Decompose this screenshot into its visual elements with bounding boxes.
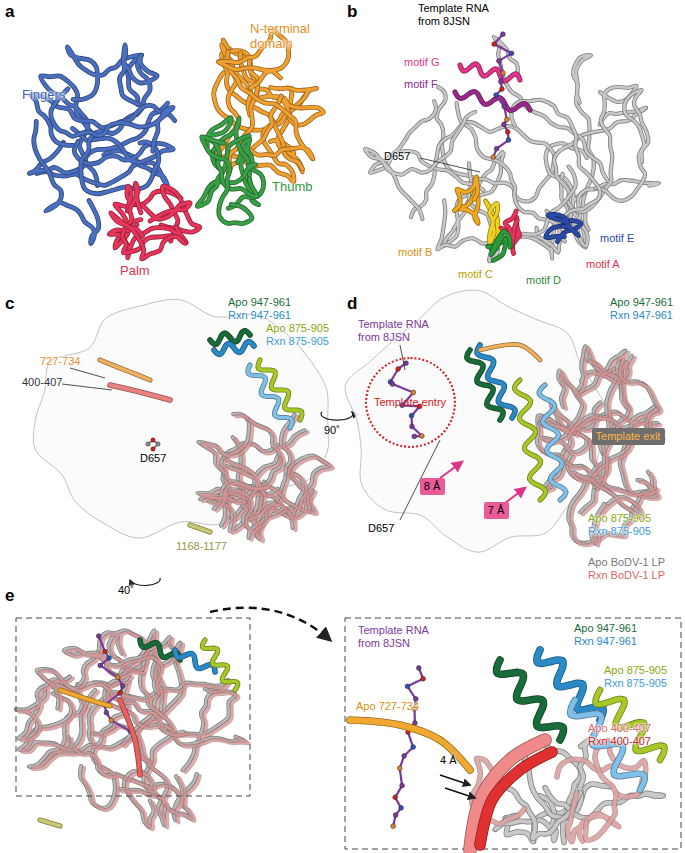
structure-label: Rxn 875-905: [266, 335, 329, 348]
node-text: Template entry: [374, 396, 446, 409]
exit-region: Template exit: [592, 428, 665, 445]
structure-label: Apo 727-734: [356, 700, 419, 713]
structure-label: Apo 947-961: [610, 296, 673, 309]
node-text: 8 Å: [424, 480, 441, 493]
node-text: 7 Å: [488, 504, 505, 517]
motif-structure: [365, 32, 659, 262]
structure-label: Rxn 947-961: [610, 309, 673, 322]
panel-letter: c: [5, 294, 14, 314]
structure-label: Template RNA from 8JSN: [358, 624, 440, 649]
structure-label: motif E: [600, 232, 634, 245]
structure-label: motif B: [398, 246, 432, 259]
structure-label: Rxn 400-407: [588, 735, 651, 748]
structure-label: motif A: [586, 258, 620, 271]
overlay-structure: [16, 578, 681, 850]
structure-label: 40˚: [118, 584, 134, 597]
structure-label: Apo 875-905: [266, 322, 329, 335]
structure-label: 90˚: [324, 424, 340, 437]
distance-tag: 7 Å: [484, 502, 509, 519]
panel-letter: a: [5, 2, 14, 22]
panel-letter: e: [5, 586, 14, 606]
structure-label: 4 Å: [440, 754, 457, 767]
structure-label: Template RNA from 8JSN: [358, 318, 440, 343]
structure-label: Rxn 875-905: [604, 677, 667, 690]
structure-label: motif F: [404, 78, 438, 91]
structure-label: 727-734: [40, 355, 80, 368]
structure-label: 400-407: [22, 376, 62, 389]
structure-label: Rxn 947-961: [228, 309, 291, 322]
entry-region: Template entry: [365, 357, 456, 448]
structure-label: D657: [384, 150, 410, 163]
structure-label: Rxn BoDV-1 LP: [588, 569, 665, 582]
structure-label: Apo BoDV-1 LP: [588, 556, 665, 569]
distance-tag: 8 Å: [420, 478, 445, 495]
structure-label: Rxn 875-905: [588, 525, 651, 538]
structure-label: motif G: [404, 56, 439, 69]
structure-label: 1168-1177: [176, 540, 227, 553]
structure-label: N-terminal domain: [250, 22, 332, 52]
structure-label: D657: [368, 522, 394, 535]
structure-label: motif D: [526, 274, 561, 287]
structure-label: Fingers: [22, 88, 65, 103]
structure-label: Palm: [120, 264, 150, 279]
domain-structure: [29, 29, 323, 259]
panel-letter: d: [347, 294, 357, 314]
structure-label: Apo 947-961: [228, 296, 291, 309]
structure-label: Apo 400-407: [588, 722, 651, 735]
structure-label: Template RNA from 8JSN: [418, 2, 508, 27]
overlay-structure: [345, 290, 664, 552]
node-text: Template exit: [596, 430, 661, 443]
panel-letter: b: [347, 2, 357, 22]
structure-label: Apo 875-905: [588, 512, 651, 525]
structure-label: Rxn 947-961: [574, 635, 637, 648]
overlay-structure: [33, 299, 353, 541]
structure-label: Thumb: [272, 180, 312, 195]
structure-label: Apo 875-905: [604, 664, 667, 677]
structure-label: motif C: [458, 268, 493, 281]
structure-label: D657: [140, 452, 166, 465]
structure-label: Apo 947-961: [574, 622, 637, 635]
